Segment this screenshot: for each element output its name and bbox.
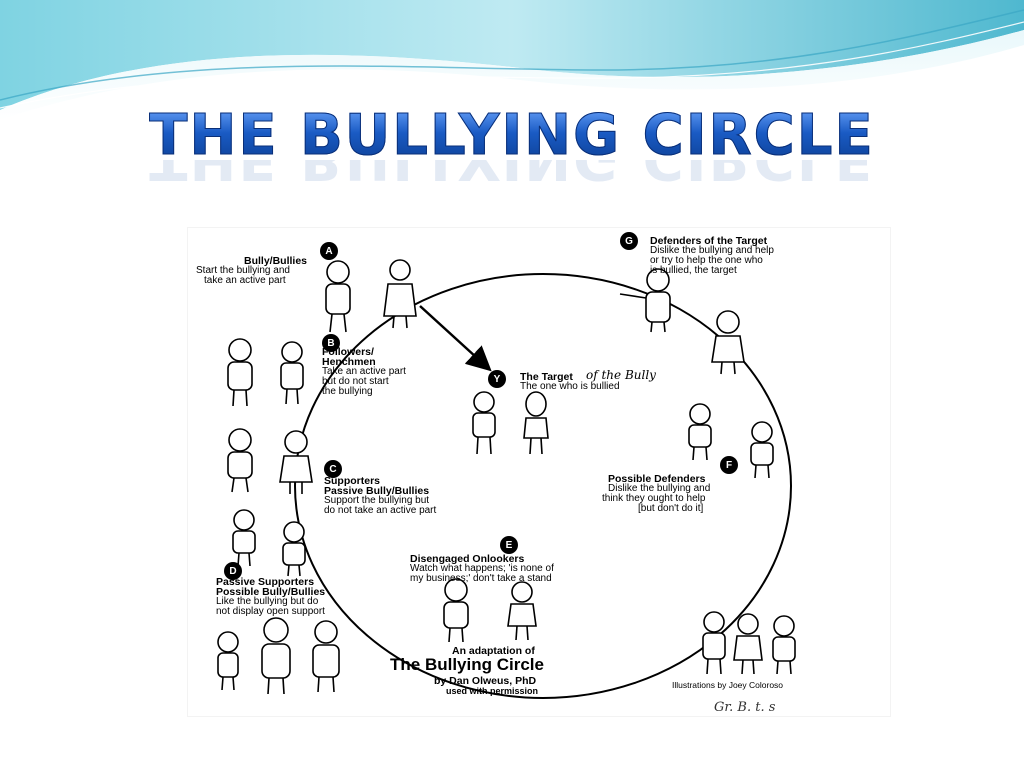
role-d-line2: not display open support: [216, 606, 325, 617]
adaptation-title: The Bullying Circle: [390, 655, 544, 674]
role-a-line2: take an active part: [204, 275, 286, 286]
badge-d: D: [224, 562, 242, 580]
role-e-heading: Disengaged Onlookers: [410, 553, 525, 565]
role-g-line2: or try to help the one who: [650, 255, 763, 266]
badge-b: B: [322, 334, 340, 352]
badge-f: F: [720, 456, 738, 474]
circle-outline: [294, 273, 792, 699]
role-e-line1: Watch what happens; 'is none of: [410, 563, 554, 574]
badge-e: E: [500, 536, 518, 554]
figures-followers: [227, 338, 304, 407]
figures-passive-supporters: [217, 509, 340, 695]
role-e-line2: my business;' don't take a stand: [410, 573, 552, 584]
figures-credit-group: [702, 611, 796, 675]
role-b-line3: the bullying: [322, 386, 373, 397]
figures-defenders: [619, 268, 745, 375]
badge-c: C: [324, 460, 342, 478]
badge-a: A: [320, 242, 338, 260]
role-d-heading-1: Passive Supporters: [216, 576, 315, 588]
role-c-line1: Support the bullying but: [324, 495, 430, 506]
role-d-line1: Like the bullying but do: [216, 596, 319, 607]
figures-bullies: [325, 259, 417, 333]
figures-supporters: [227, 428, 313, 494]
role-c-heading-2: Passive Bully/Bullies: [324, 485, 430, 497]
role-g-line1: Dislike the bullying and help: [650, 245, 774, 256]
role-g-heading: Defenders of the Target: [650, 235, 768, 247]
role-y-handwritten: of the Bully: [586, 368, 656, 382]
role-f-line3: [but don't do it]: [638, 503, 704, 514]
header-wave-decoration: [0, 0, 1024, 120]
adaptation-permission: used with permission: [446, 686, 539, 696]
role-a-line1: Start the bullying and: [196, 265, 290, 276]
adaptation-line1: An adaptation of: [452, 645, 535, 657]
slide-title-container: THE BULLYING CIRCLE: [0, 103, 1024, 168]
role-y-heading: The Target: [520, 371, 573, 383]
bully-to-target-arrow: [419, 305, 492, 372]
slide-title: THE BULLYING CIRCLE: [149, 103, 875, 168]
role-b-heading-1: Followers/: [322, 346, 374, 358]
badge-g: G: [620, 232, 638, 250]
adaptation-author: by Dan Olweus, PhD: [434, 675, 537, 687]
role-f-line1: Dislike the bullying and: [608, 483, 711, 494]
figures-possible-defenders: [688, 403, 774, 479]
slide-title-reflection: THE BULLYING CIRCLE: [0, 160, 1024, 190]
role-g-line3: is bullied, the target: [650, 265, 737, 276]
role-c-line2: do not take an active part: [324, 505, 437, 516]
circle-illustration: [217, 259, 796, 699]
handwritten-signature: Gr. B. t. s: [714, 700, 776, 715]
role-b-heading-2: Henchmen: [322, 356, 376, 368]
figures-onlookers: [443, 578, 537, 643]
role-y-line1: The one who is bullied: [520, 381, 620, 392]
role-b-line2: but do not start: [322, 376, 389, 387]
badge-y: Y: [488, 370, 506, 388]
role-f-heading: Possible Defenders: [608, 473, 706, 485]
bullying-circle-diagram: A Bully/Bullies Start the bullying and t…: [188, 228, 890, 716]
illustrations-credit: Illustrations by Joey Coloroso: [672, 680, 784, 690]
role-f-line2: think they ought to help: [602, 493, 706, 504]
role-c-heading-1: Supporters: [324, 475, 381, 487]
role-b-line1: Take an active part: [322, 366, 406, 377]
role-a-heading: Bully/Bullies: [244, 255, 308, 267]
figures-target: [472, 391, 549, 455]
role-d-heading-2: Possible Bully/Bullies: [216, 586, 326, 598]
